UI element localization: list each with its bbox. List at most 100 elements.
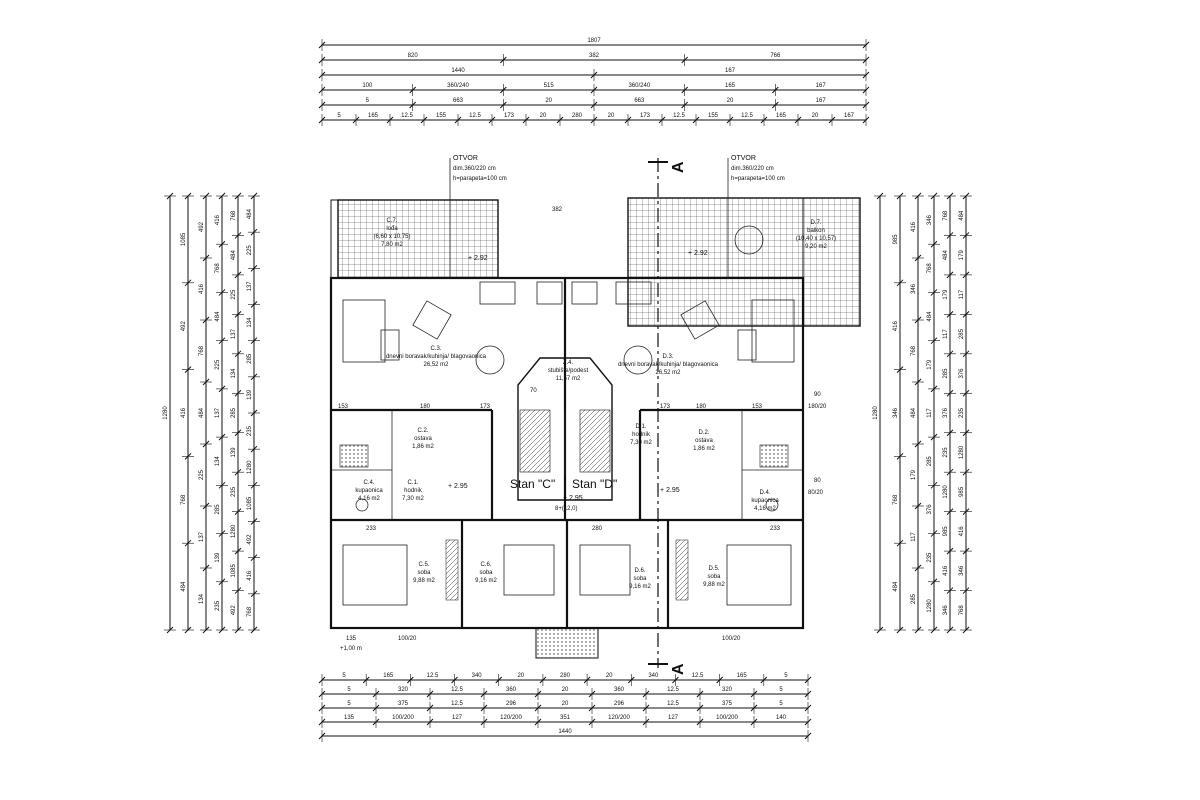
- dimension-label: 285: [927, 456, 933, 467]
- dimension-label: 320: [722, 687, 733, 693]
- dimension-label: 20: [606, 673, 613, 679]
- dimension-label: 117: [959, 289, 965, 299]
- dim-70: 70: [530, 388, 537, 394]
- room-label-line: D.3.: [662, 354, 673, 360]
- room-label-line: stubište/podest: [548, 368, 589, 374]
- building-entrance: [535, 627, 599, 659]
- room-label-line: C.3.: [430, 346, 441, 352]
- dimension-label: 340: [472, 673, 483, 679]
- dimension-label: 492: [199, 221, 205, 232]
- dimension-label: 768: [199, 345, 205, 356]
- dimension-label: 12.5: [673, 113, 685, 119]
- dimension-label: 768: [911, 345, 917, 356]
- dimension-label: 5: [779, 687, 783, 693]
- dimension-label: 376: [927, 504, 933, 515]
- dimension-label: 985: [943, 526, 949, 537]
- dimension-label: 134: [247, 317, 253, 328]
- dimension-label: 768: [943, 210, 949, 221]
- dim-280: 280: [592, 526, 603, 532]
- dimension-label: 1280: [927, 599, 933, 613]
- dimension-label: 139: [247, 389, 253, 400]
- dimension-label: 20: [540, 113, 547, 119]
- dimension-label: 173: [504, 113, 515, 119]
- level-loggia: + 2.92: [468, 255, 488, 262]
- room-label-line: soba: [633, 576, 647, 582]
- room-label-line: 9,20 m2: [805, 244, 827, 250]
- room-label-line: ostava: [695, 438, 713, 444]
- building-walls: [329, 276, 805, 630]
- dimension-label: 416: [199, 283, 205, 294]
- section-marker-top: A: [670, 161, 687, 173]
- dimension-label: 768: [893, 494, 899, 505]
- dimension-label: 140: [776, 715, 787, 721]
- dimension-label: 165: [737, 673, 748, 679]
- dimension-label: 12.5: [667, 701, 679, 707]
- dimension-label: 340: [648, 673, 659, 679]
- room-label-line: 11,57 m2: [556, 376, 581, 382]
- dimension-label: 12.5: [692, 673, 704, 679]
- dimension-label: 360/240: [447, 83, 469, 89]
- dimension-label: 5: [347, 687, 351, 693]
- dimension-label: 179: [959, 250, 965, 261]
- dimension-label: 360/240: [628, 83, 650, 89]
- dimension-label: 20: [545, 98, 552, 104]
- dimension-label: 100: [362, 83, 373, 89]
- dimension-label: 285: [247, 353, 253, 364]
- dim-180-c: 180: [420, 404, 431, 410]
- dimension-label: 484: [215, 311, 221, 322]
- dimension-label: 280: [572, 113, 583, 119]
- room-label-line: soba: [707, 574, 721, 580]
- apartment-c-label: Stan "C": [510, 477, 555, 491]
- dimension-label: 127: [452, 715, 463, 721]
- dimension-label: 12.5: [451, 687, 463, 693]
- dimension-label: 20: [517, 673, 524, 679]
- room-label: C.3.dnevni boravak/kuhinja/ blagovaonica…: [386, 346, 487, 368]
- dim-233-d: 233: [770, 526, 781, 532]
- dimension-label: 137: [215, 407, 221, 418]
- dimension-label: 285: [231, 407, 237, 418]
- dimension-label: 5: [779, 701, 783, 707]
- dim-153-d: 153: [752, 404, 763, 410]
- dimension-label: 5: [342, 673, 346, 679]
- dim-90: 90: [814, 392, 821, 398]
- dimension-label: 985: [893, 234, 899, 245]
- dimension-label: 134: [215, 456, 221, 467]
- room-label-line: (10,40 x 10,57): [796, 236, 836, 242]
- dimension-label: 376: [959, 368, 965, 379]
- room-label-line: 9,16 m2: [629, 584, 651, 590]
- dimension-label: 985: [959, 486, 965, 497]
- dimension-label: 235: [231, 486, 237, 497]
- level-balcony: + 2.92: [688, 250, 708, 257]
- dim-135: 135: [346, 636, 357, 642]
- room-label-line: ostava: [414, 436, 432, 442]
- dimension-label: 768: [959, 605, 965, 616]
- dimension-label: 235: [247, 425, 253, 436]
- dimension-label: 5: [784, 673, 788, 679]
- stair-label: 8+(12,0): [555, 506, 578, 512]
- room-label: D.3.dnevni boravak/kuhinja/ blagovaonica…: [618, 354, 719, 376]
- dimension-label: 484: [181, 581, 187, 592]
- dimension-label: 117: [943, 329, 949, 339]
- dimension-label: 492: [231, 605, 237, 616]
- dim-80-20: 80/20: [808, 490, 824, 496]
- dim-382: 382: [552, 207, 563, 213]
- dimension-label: 1280: [231, 524, 237, 538]
- dimension-label: 137: [247, 281, 253, 292]
- dimension-label: 1807: [587, 38, 601, 44]
- room-label-line: 4,16 m2: [754, 506, 776, 512]
- dimension-label: 12.5: [469, 113, 481, 119]
- room-label-line: D.1.: [635, 424, 646, 430]
- dimension-label: 484: [943, 250, 949, 261]
- dimension-label: 296: [614, 701, 625, 707]
- dimension-label: 296: [506, 701, 517, 707]
- dimension-label: 768: [181, 494, 187, 505]
- room-label-line: D.6.: [634, 568, 645, 574]
- dimension-label: 235: [215, 600, 221, 611]
